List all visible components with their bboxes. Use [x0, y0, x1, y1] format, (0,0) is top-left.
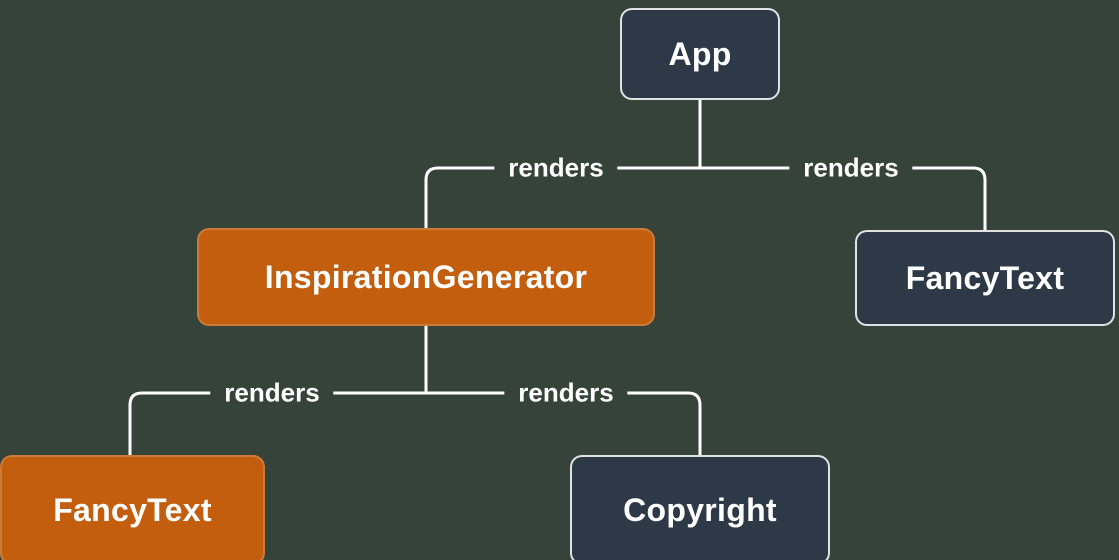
- node-inspiration-generator-label: InspirationGenerator: [264, 258, 588, 295]
- node-app: App: [620, 8, 780, 100]
- node-fancytext-bottom: FancyText: [0, 455, 265, 560]
- edge-app-to-fancytext-top: [700, 166, 987, 230]
- edge-inspirationgenerator-to-copyright: [426, 391, 702, 455]
- edge-label-app-to-inspirationgenerator: renders: [494, 151, 618, 185]
- edge-label-inspirationgenerator-to-fancytext-bottom: renders: [210, 376, 334, 410]
- node-app-label: App: [668, 35, 732, 72]
- edge-label-app-to-fancytext-top: renders: [789, 151, 913, 185]
- node-copyright-label: Copyright: [623, 491, 777, 528]
- node-fancytext-bottom-label: FancyText: [53, 491, 212, 528]
- edge-label-inspirationgenerator-to-copyright: renders: [504, 376, 628, 410]
- node-inspiration-generator: InspirationGenerator: [197, 228, 655, 326]
- edge-app-to-inspirationgenerator: [424, 166, 700, 228]
- edge-inspirationgenerator-to-fancytext-bottom: [128, 391, 426, 455]
- node-fancytext-top-label: FancyText: [905, 259, 1065, 296]
- node-fancytext-top: FancyText: [855, 230, 1115, 326]
- node-copyright: Copyright: [570, 455, 830, 560]
